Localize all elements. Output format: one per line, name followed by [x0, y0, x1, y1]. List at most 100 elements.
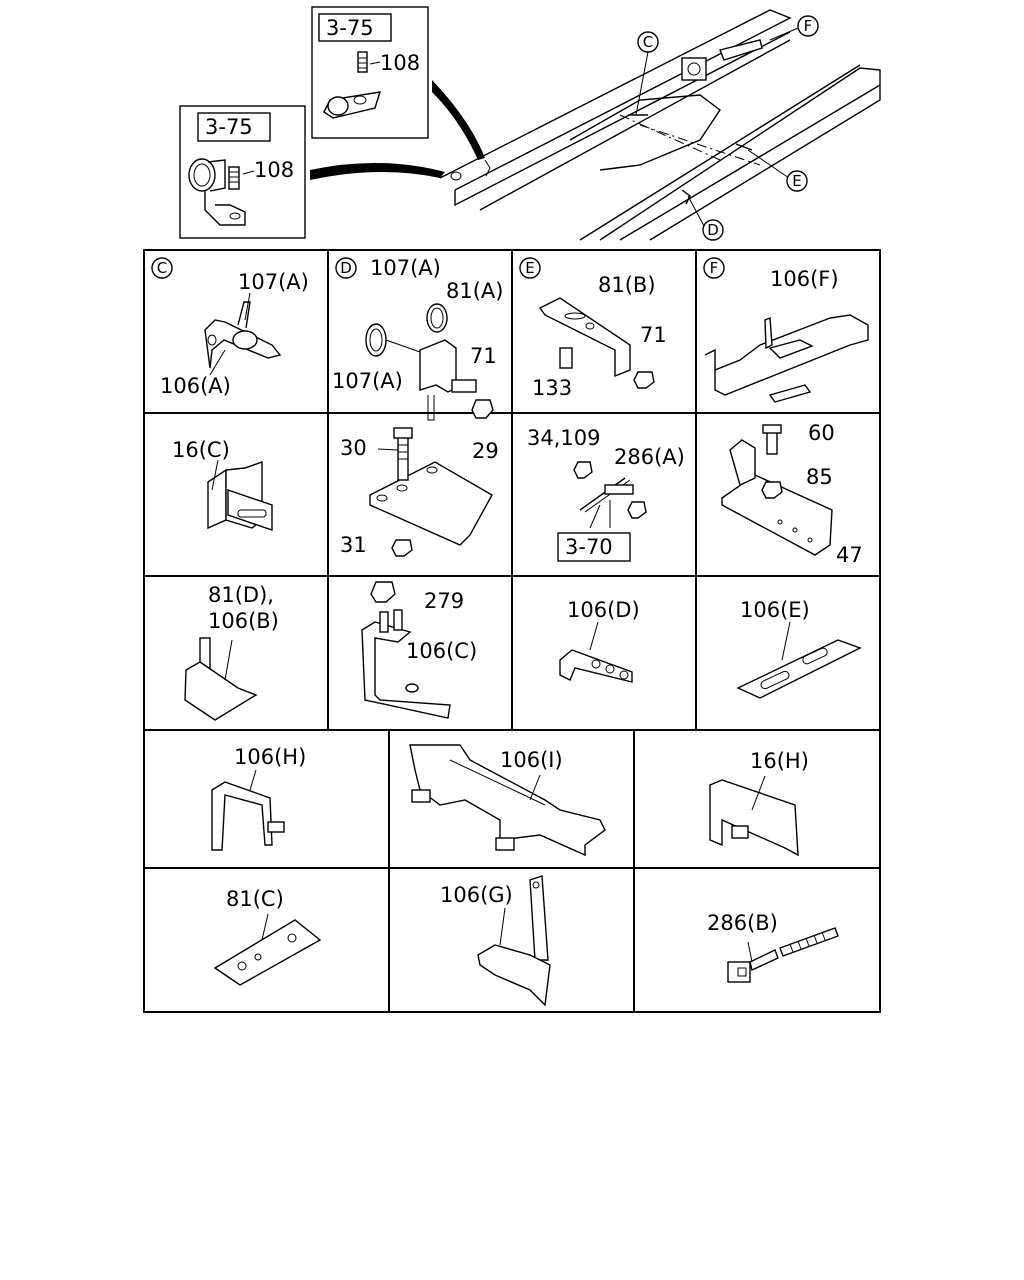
- bolt-icon: [573, 461, 647, 529]
- cell-key-d: [335, 257, 357, 279]
- cell-key-e-label: E: [525, 259, 534, 277]
- cell-30-29-31: 30 29 31: [340, 427, 499, 557]
- part-label-108-left: 108: [254, 158, 294, 182]
- bracket-icon: [204, 292, 282, 376]
- bracket-icon: [207, 459, 273, 531]
- part-label-108-right: 108: [380, 51, 420, 75]
- clamp-icon: [323, 51, 382, 119]
- chassis-frame: [439, 9, 881, 241]
- label-60: 60: [808, 421, 835, 445]
- cell-f: F 106(F): [703, 257, 869, 403]
- label-81c: 81(C): [226, 887, 284, 911]
- callout-box-left: [179, 105, 306, 239]
- cell-key-c-label: C: [157, 259, 167, 277]
- parts-grid: [143, 249, 881, 1013]
- label-85: 85: [806, 465, 833, 489]
- ref-label-3-70: 3-70: [565, 535, 613, 559]
- label-106h: 106(H): [234, 745, 306, 769]
- cell-81c: 81(C): [213, 887, 322, 986]
- marker-f-label: F: [804, 17, 813, 35]
- label-34-109: 34,109: [527, 426, 600, 450]
- cell-key-d-label: D: [340, 259, 352, 277]
- label-81d: 81(D),: [208, 583, 274, 607]
- bracket-icon: [704, 314, 869, 403]
- label-133: 133: [532, 376, 572, 400]
- label-106e: 106(E): [740, 598, 810, 622]
- plate-icon: [736, 621, 862, 699]
- label-106b: 106(B): [208, 609, 279, 633]
- cell-key-f: [703, 257, 725, 279]
- pointer-arrow: [432, 80, 485, 160]
- cell-60-85-47: 60 85 47: [721, 421, 863, 567]
- bracket-icon: [538, 297, 655, 389]
- ref-label-left: 3-75: [205, 115, 253, 139]
- cell-106g: 106(G): [440, 875, 551, 1007]
- cell-key-c: [151, 257, 173, 279]
- cell-279-106c: 279 106(C): [361, 581, 477, 719]
- bracket-icon: [409, 744, 606, 857]
- label-106a: 106(A): [160, 374, 231, 398]
- label-106c: 106(C): [406, 639, 477, 663]
- cell-106e: 106(E): [736, 598, 862, 699]
- cell-key-f-label: F: [710, 259, 719, 277]
- marker-c: [637, 31, 659, 53]
- bracket-icon: [477, 875, 551, 1007]
- bracket-icon: [184, 637, 258, 721]
- cell-106i: 106(I): [409, 744, 606, 857]
- label-107a: 107(A): [370, 256, 441, 280]
- marker-d: [702, 219, 724, 241]
- label-106d: 106(D): [567, 598, 640, 622]
- frame-overview: 3-75 108 3-75 108: [179, 6, 881, 241]
- band-clamp-icon: [365, 303, 494, 421]
- callout-box-right: [311, 6, 429, 139]
- label-286a: 286(A): [614, 445, 685, 469]
- label-106i: 106(I): [500, 748, 563, 772]
- label-107a-2: 107(A): [332, 369, 403, 393]
- label-279: 279: [424, 589, 464, 613]
- label-106g: 106(G): [440, 883, 513, 907]
- bracket-icon: [211, 769, 285, 851]
- label-106f: 106(F): [770, 267, 839, 291]
- bracket-icon: [721, 424, 833, 556]
- cable-tie-icon: [727, 927, 839, 983]
- label-107a: 107(A): [238, 270, 309, 294]
- marker-e-label: E: [792, 172, 801, 190]
- label-16c: 16(C): [172, 438, 230, 462]
- plate-icon: [369, 427, 493, 557]
- marker-e: [786, 170, 808, 192]
- ref-box-right: [318, 13, 392, 42]
- marker-d-label: D: [707, 221, 719, 239]
- label-47: 47: [836, 543, 863, 567]
- cell-key-e: [519, 257, 541, 279]
- cell-106d: 106(D): [559, 598, 640, 683]
- cell-106h: 106(H): [211, 745, 306, 851]
- label-71: 71: [640, 323, 667, 347]
- cell-286a: 34,109 286(A) 3-70: [527, 426, 685, 562]
- cell-c: C 107(A) 106(A): [151, 257, 309, 398]
- ref-box-left: [197, 112, 271, 142]
- marker-c-label: C: [643, 33, 653, 51]
- plate-icon: [213, 913, 322, 986]
- label-31: 31: [340, 533, 367, 557]
- label-30: 30: [340, 436, 367, 460]
- ref-box-3-70: [557, 532, 631, 562]
- bracket-icon: [361, 581, 451, 719]
- label-81a: 81(A): [446, 279, 503, 303]
- bracket-icon: [709, 775, 799, 857]
- cell-e: E 81(B) 71 133: [519, 257, 667, 400]
- pointer-arrow: [310, 162, 445, 180]
- cell-d: D 107(A) 81(A) 71 107(A): [332, 256, 503, 421]
- clamp-icon: [188, 158, 255, 226]
- cell-81d-106b: 81(D), 106(B): [184, 583, 279, 721]
- ref-label-right: 3-75: [326, 16, 374, 40]
- label-29: 29: [472, 439, 499, 463]
- label-16h: 16(H): [750, 749, 809, 773]
- cell-16c: 16(C): [172, 438, 273, 531]
- label-71: 71: [470, 344, 497, 368]
- marker-f: [797, 15, 819, 37]
- label-81b: 81(B): [598, 273, 656, 297]
- cell-286b: 286(B): [707, 911, 839, 983]
- label-286b: 286(B): [707, 911, 778, 935]
- cell-16h: 16(H): [709, 749, 809, 857]
